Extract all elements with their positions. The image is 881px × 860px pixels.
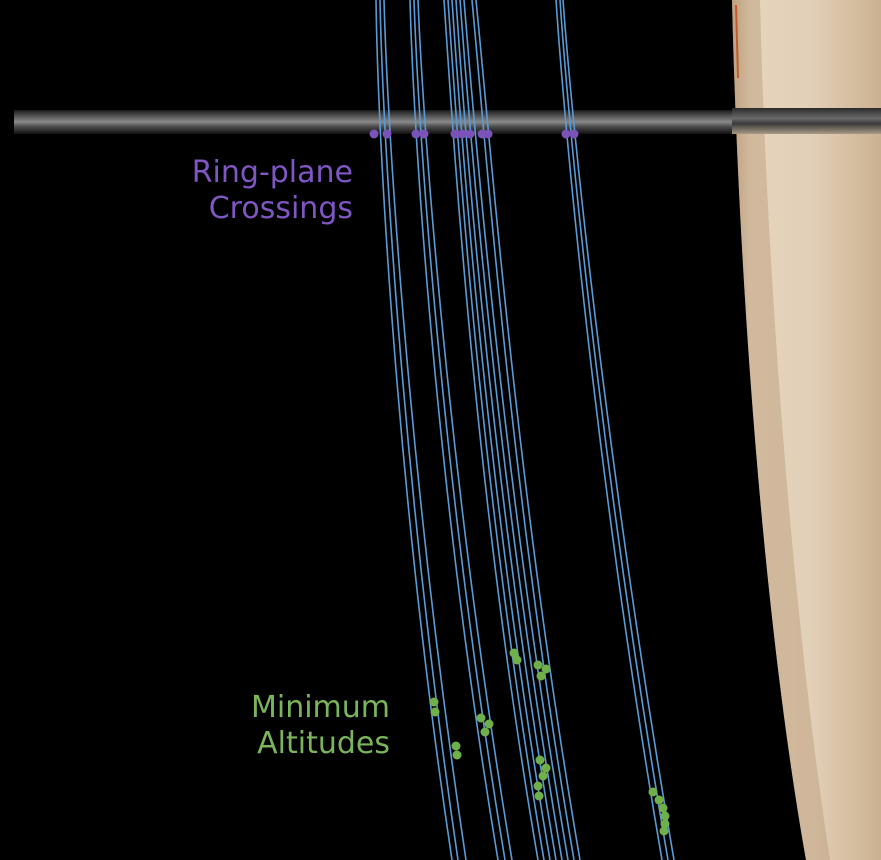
minimum-altitude-marker bbox=[659, 826, 669, 836]
minimum-altitude-marker bbox=[430, 707, 440, 717]
minimum-altitude-marker bbox=[533, 660, 543, 670]
minimum-altitude-marker bbox=[536, 671, 546, 681]
ring-plane-crossings-label: Ring-plane Crossings bbox=[192, 155, 353, 227]
orbit-track bbox=[463, 0, 569, 860]
ring-plane-crossing-marker bbox=[465, 129, 475, 139]
minimum-altitudes-label: Minimum Altitudes bbox=[251, 690, 390, 762]
minimum-altitude-marker bbox=[533, 781, 543, 791]
minimum-altitude-marker bbox=[660, 819, 670, 829]
altitude-label-line-2: Altitudes bbox=[257, 726, 390, 761]
minimum-altitude-marker bbox=[538, 771, 548, 781]
orbit-track bbox=[555, 0, 663, 860]
minimum-altitude-marker bbox=[534, 791, 544, 801]
minimum-altitude-marker bbox=[429, 697, 439, 707]
minimum-altitude-marker bbox=[476, 713, 486, 723]
orbit-track bbox=[471, 0, 575, 860]
minimum-altitude-marker bbox=[541, 763, 551, 773]
ring-plane-crossing-marker bbox=[450, 129, 460, 139]
orbit-track bbox=[383, 0, 467, 860]
minimum-altitude-marker bbox=[512, 655, 522, 665]
orbit-track bbox=[375, 0, 453, 860]
ring-plane-crossing-marker bbox=[382, 129, 392, 139]
minimum-altitude-marker bbox=[452, 750, 462, 760]
orbit-track bbox=[417, 0, 513, 860]
minimum-altitude-marker bbox=[484, 719, 494, 729]
ring-plane-crossing-marker bbox=[561, 129, 571, 139]
orbit-track bbox=[451, 0, 551, 860]
ring-plane-front bbox=[732, 108, 881, 134]
ring-plane-crossing-marker bbox=[411, 129, 421, 139]
orbit-track bbox=[447, 0, 545, 860]
minimum-altitude-marker bbox=[541, 664, 551, 674]
minimum-altitude-marker bbox=[658, 803, 668, 813]
ring-plane-crossing-marker bbox=[569, 129, 579, 139]
ring-plane-crossing-marker bbox=[369, 129, 379, 139]
minimum-altitude-marker bbox=[480, 727, 490, 737]
orbit-track bbox=[562, 0, 675, 860]
orbit-track bbox=[475, 0, 581, 860]
orbit-track bbox=[455, 0, 557, 860]
orbit-track bbox=[413, 0, 506, 860]
minimum-altitude-marker bbox=[660, 811, 670, 821]
minimum-altitude-marker bbox=[451, 741, 461, 751]
ring-label-line-2: Crossings bbox=[208, 191, 353, 226]
orbit-track bbox=[443, 0, 539, 860]
orbit-track bbox=[409, 0, 499, 860]
ring-label-line-1: Ring-plane bbox=[191, 155, 353, 190]
planet-limb bbox=[732, 0, 881, 860]
ring-plane-crossing-marker bbox=[419, 129, 429, 139]
minimum-altitude-marker bbox=[654, 795, 664, 805]
ring-plane-crossing-marker bbox=[483, 129, 493, 139]
limb-accent bbox=[735, 4, 739, 79]
orbit-track bbox=[459, 0, 563, 860]
orbit-tracks bbox=[375, 0, 675, 860]
minimum-altitude-markers bbox=[429, 648, 670, 836]
altitude-label-line-1: Minimum bbox=[250, 690, 390, 725]
ring-plane-crossing-markers bbox=[369, 129, 579, 139]
ring-plane-crossing-marker bbox=[457, 129, 467, 139]
minimum-altitude-marker bbox=[535, 755, 545, 765]
minimum-altitude-marker bbox=[509, 648, 519, 658]
minimum-altitude-marker bbox=[648, 787, 658, 797]
planet-limb-shadow bbox=[732, 0, 830, 860]
orbit-track bbox=[559, 0, 669, 860]
